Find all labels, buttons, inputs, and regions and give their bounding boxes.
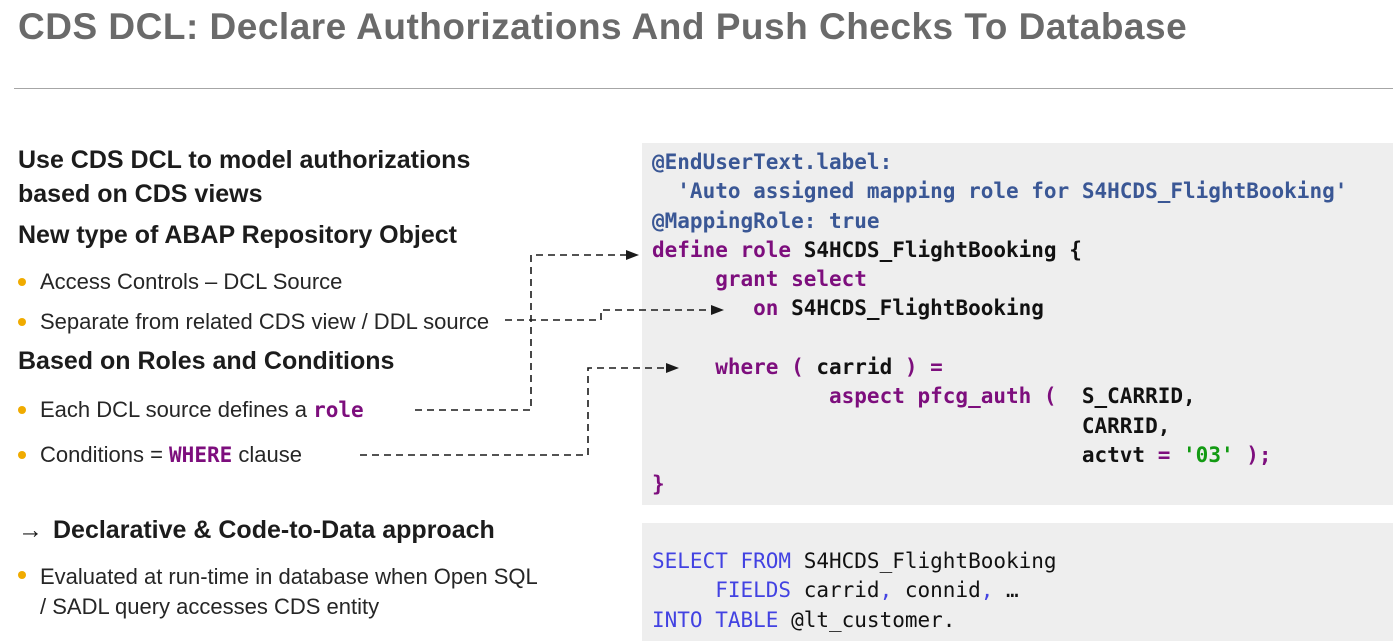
code-segment: = <box>1157 442 1184 467</box>
code-block-dcl-source: @EndUserText.label: 'Auto assigned mappi… <box>642 143 1393 505</box>
evaluated-line1: Evaluated at run-time in database when O… <box>40 564 538 589</box>
code-segment: , <box>980 578 1007 603</box>
code-segment: connid <box>904 578 981 603</box>
code-segment: carrid <box>816 355 893 380</box>
heading-roles-and-conditions: Based on Roles and Conditions <box>18 347 395 375</box>
list-item-access-controls: Access Controls – DCL Source <box>18 269 342 295</box>
code-segment: @lt_customer. <box>791 607 956 632</box>
code-segment: where ( <box>652 355 817 380</box>
bullet-icon <box>18 278 26 286</box>
code-line: aspect pfcg_auth ( S_CARRID, <box>652 382 1393 411</box>
right-arrow-icon: → <box>18 516 43 544</box>
code-segment: S4HCDS_FlightBooking <box>791 296 1044 321</box>
code-segment: S_CARRID, <box>1081 384 1196 409</box>
code-segment: 'Auto assigned mapping role for S4HCDS_F… <box>652 179 1348 204</box>
list-item-text: Separate from related CDS view / DDL sou… <box>40 309 490 334</box>
code-line: @EndUserText.label: <box>652 148 1393 177</box>
list-item-text: Access Controls – DCL Source <box>40 269 343 294</box>
code-segment: S4HCDS_FlightBooking <box>803 549 1057 573</box>
list-item-evaluated: Evaluated at run-time in database when O… <box>18 562 538 622</box>
code-segment: } <box>652 472 665 497</box>
code-segment: @EndUserText.label: <box>652 150 893 174</box>
heading-declarative-text: Declarative & Code-to-Data approach <box>53 516 495 544</box>
code-line: actvt = '03' ); <box>652 441 1393 470</box>
evaluated-line2: / SADL query accesses CDS entity <box>40 594 380 619</box>
code-segment: , <box>879 578 905 603</box>
role-keyword: role <box>313 398 364 422</box>
code-segment: carrid <box>803 578 880 603</box>
arrow-where-clause-to-where <box>360 367 666 456</box>
list-item-where: Conditions = WHERE clause <box>18 442 302 468</box>
bullet-icon <box>18 318 26 326</box>
code-line: } <box>652 470 1393 499</box>
code-segment: on <box>652 296 792 321</box>
code-line <box>652 324 1393 353</box>
code-line: 'Auto assigned mapping role for S4HCDS_F… <box>652 177 1393 206</box>
code-block-open-sql: SELECT FROM S4HCDS_FlightBooking FIELDS … <box>642 523 1393 641</box>
code-segment: ) = <box>892 355 943 380</box>
code-segment: @MappingRole: true <box>652 208 880 233</box>
where-bullet-prefix: Conditions = <box>40 442 170 467</box>
code-line: on S4HCDS_FlightBooking <box>652 294 1393 323</box>
title-divider <box>14 88 1393 89</box>
code-line: define role S4HCDS_FlightBooking { <box>652 236 1393 265</box>
list-item-text: Each DCL source defines a role <box>40 397 364 423</box>
list-item-text: Evaluated at run-time in database when O… <box>40 562 538 622</box>
code-segment: grant select <box>652 267 867 292</box>
role-bullet-prefix: Each DCL source defines a <box>40 397 314 422</box>
code-segment: INTO TABLE <box>652 607 792 632</box>
code-line: CARRID, <box>652 412 1393 441</box>
code-line: where ( carrid ) = <box>652 353 1393 382</box>
code-segment: aspect pfcg_auth ( <box>652 384 1082 409</box>
code-segment: … <box>1006 578 1019 603</box>
list-item-separate-source: Separate from related CDS view / DDL sou… <box>18 309 489 335</box>
code-segment: ); <box>1233 442 1272 467</box>
code-segment: FIELDS <box>652 578 804 603</box>
code-line: @MappingRole: true <box>652 207 1393 236</box>
heading-new-repository-object: New type of ABAP Repository Object <box>18 221 457 249</box>
code-segment: CARRID, <box>652 413 1171 438</box>
bullet-icon <box>18 451 26 459</box>
heading-declarative-approach: → Declarative & Code-to-Data approach <box>18 516 495 545</box>
where-keyword: WHERE <box>169 443 233 467</box>
list-item-text: Conditions = WHERE clause <box>40 442 302 468</box>
list-item-role: Each DCL source defines a role <box>18 397 364 423</box>
bullet-icon <box>18 406 26 414</box>
bullet-icon <box>18 571 26 579</box>
code-line: SELECT FROM S4HCDS_FlightBooking <box>652 547 1393 576</box>
code-segment: '03' <box>1183 442 1234 467</box>
code-line: FIELDS carrid, connid, … <box>652 576 1393 605</box>
code-line: grant select <box>652 265 1393 294</box>
heading-use-cds-dcl-line1: Use CDS DCL to model authorizations <box>18 146 471 174</box>
arrowhead-define-role <box>626 250 639 260</box>
heading-use-cds-dcl-line2: based on CDS views <box>18 180 263 208</box>
code-segment: SELECT FROM <box>652 549 804 573</box>
code-segment: S4HCDS_FlightBooking { <box>803 237 1082 262</box>
code-segment: actvt <box>652 442 1158 467</box>
code-segment: define role <box>652 237 804 262</box>
page-title: CDS DCL: Declare Authorizations And Push… <box>18 6 1188 47</box>
code-line: INTO TABLE @lt_customer. <box>652 606 1393 635</box>
where-bullet-suffix: clause <box>232 442 302 467</box>
